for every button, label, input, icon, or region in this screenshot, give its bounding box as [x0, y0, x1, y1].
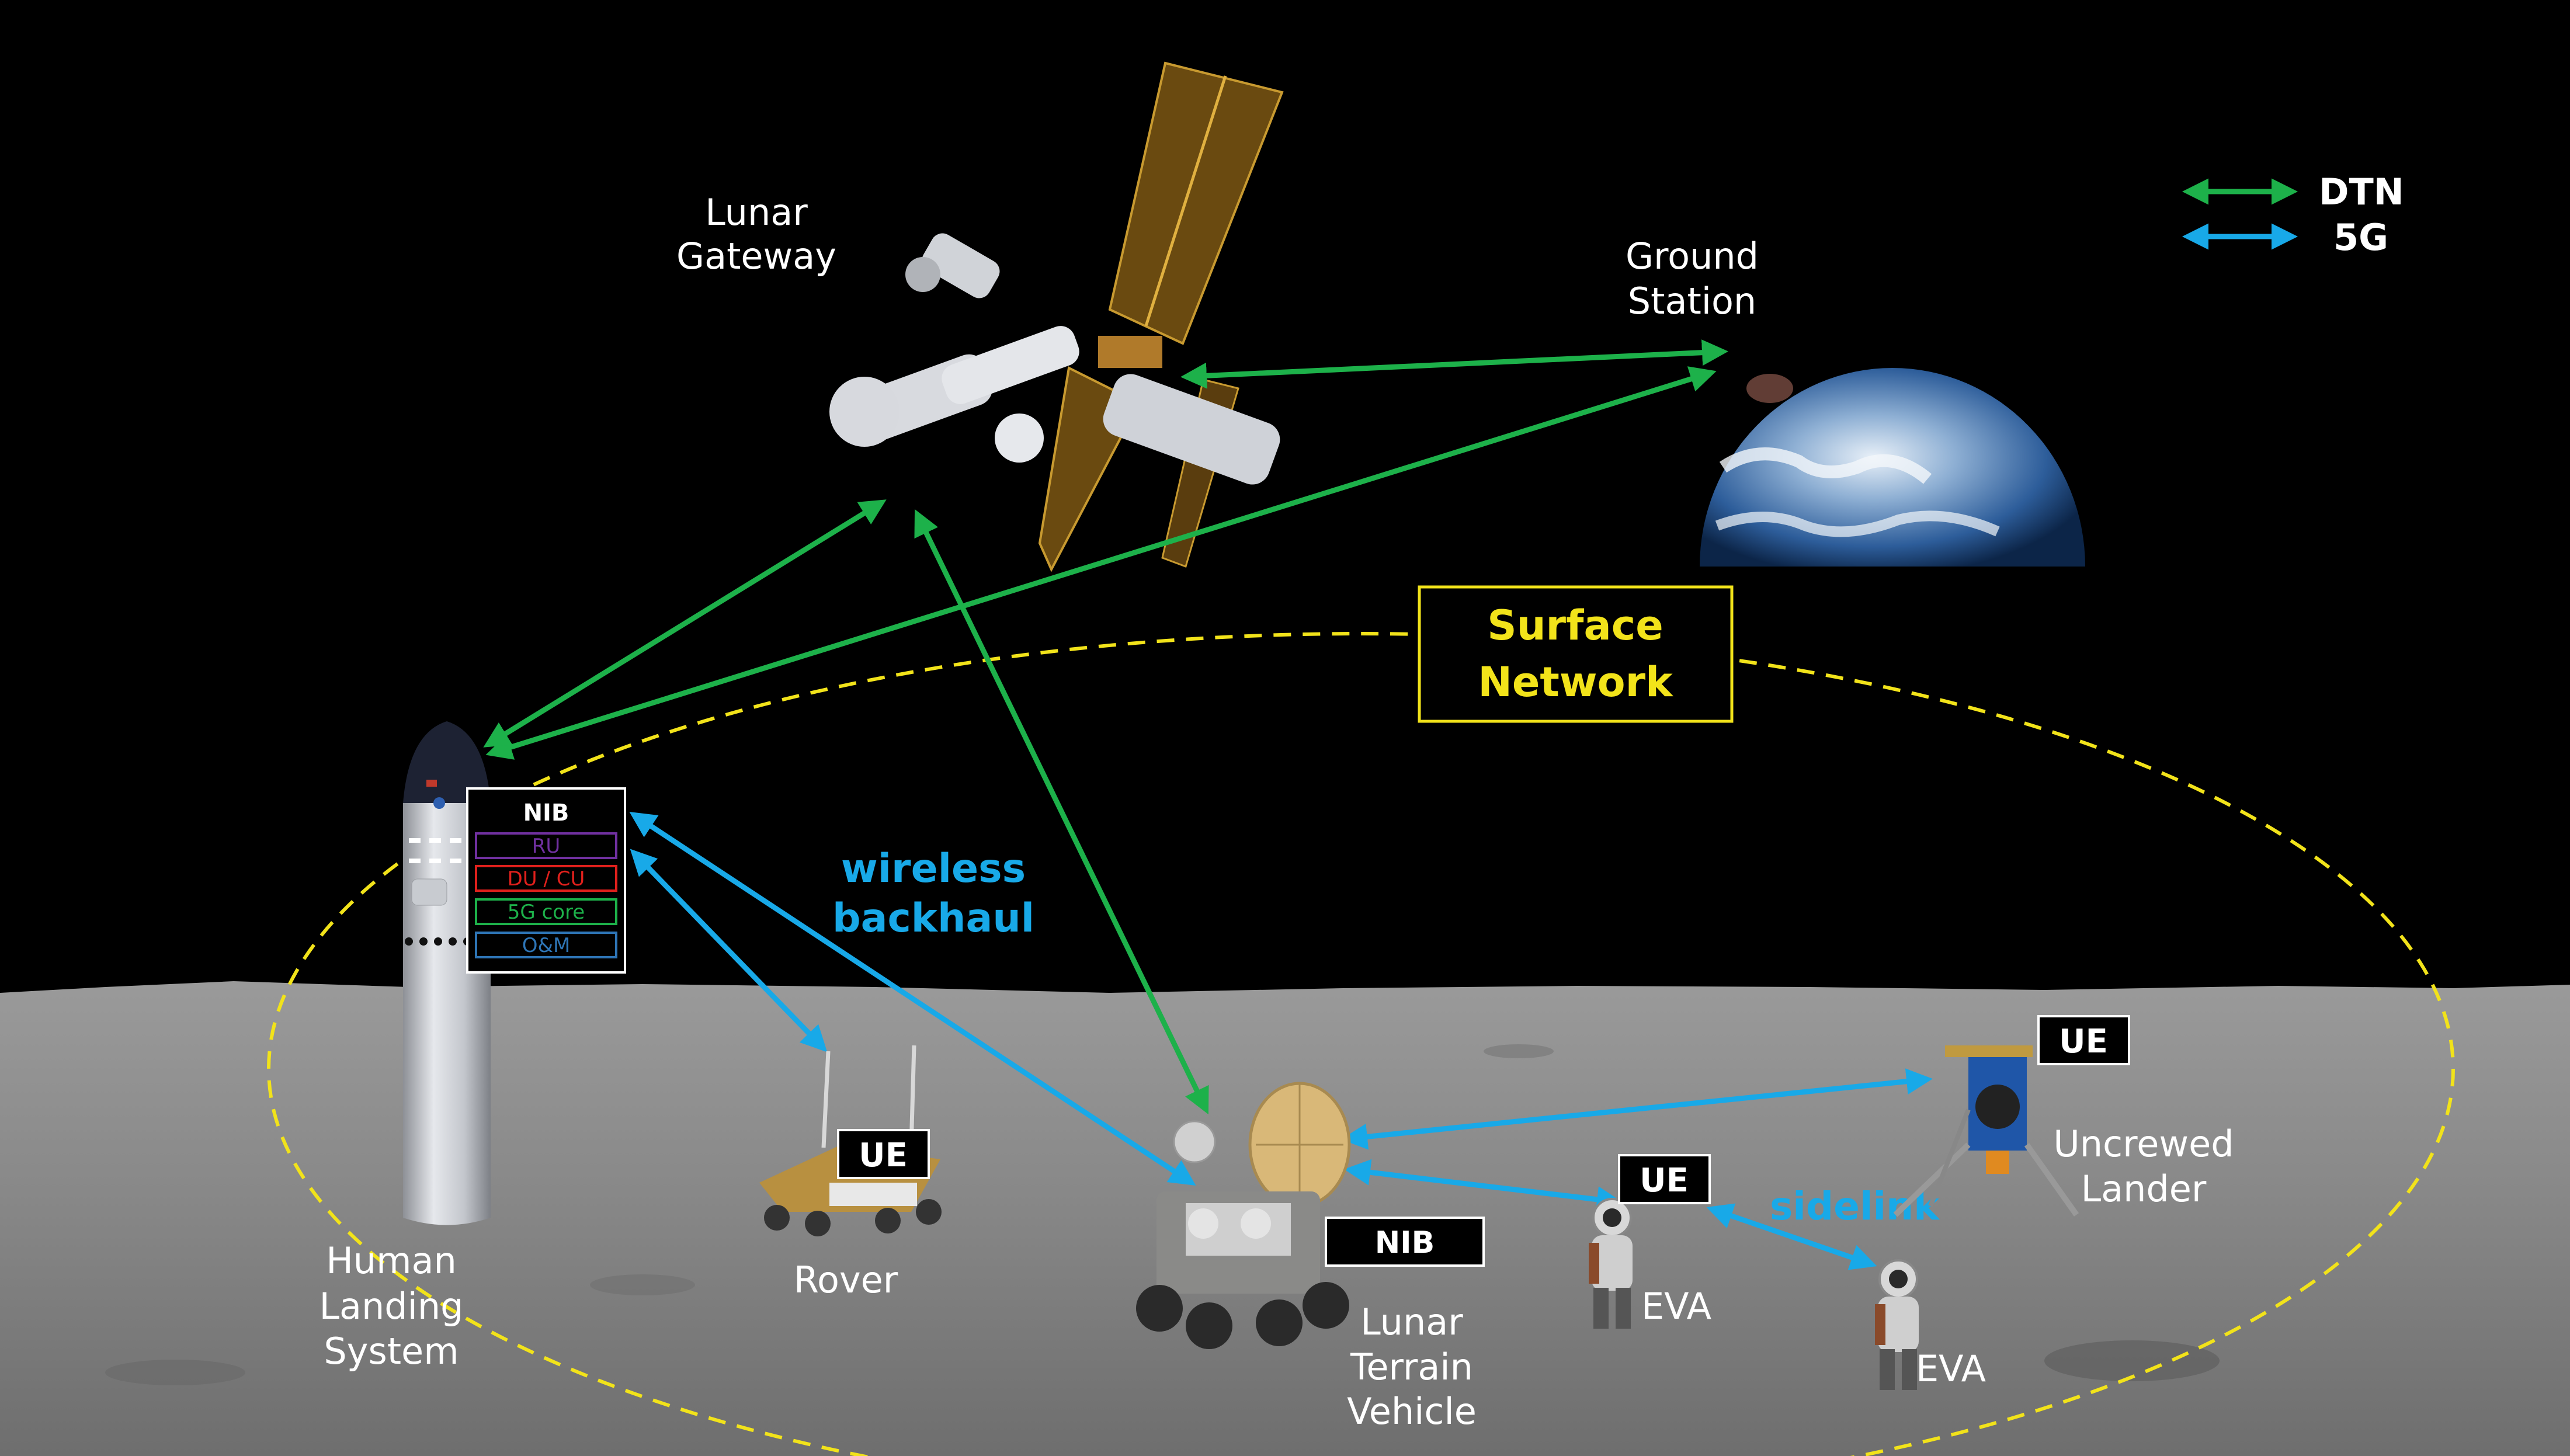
- 5g-links: [629, 812, 1933, 1270]
- label-uncrewed-lander-2: Lander: [2081, 1167, 2207, 1210]
- ue-label-eva: UE: [1640, 1162, 1689, 1200]
- ue-label-rover: UE: [859, 1137, 908, 1174]
- ue-box-rover: UE: [837, 1129, 930, 1179]
- sidelink-label: sidelink: [1770, 1184, 1940, 1229]
- dtn-hls-gateway: [483, 499, 887, 748]
- nib-box-ltv: NIB: [1325, 1217, 1485, 1267]
- nib-layer-ru: RU: [532, 835, 561, 858]
- nib-layer-core-box: [475, 898, 617, 925]
- label-hls-2: Landing: [319, 1285, 463, 1328]
- label-ground-station-1: Ground: [1626, 235, 1759, 277]
- label-ltv-1: Lunar: [1360, 1301, 1463, 1343]
- label-eva-1: EVA: [1641, 1285, 1711, 1328]
- wireless-backhaul-line1: wireless: [841, 846, 1026, 892]
- lunar-terrain-vehicle-icon: [1136, 1082, 1351, 1349]
- nib-layer-om: O&M: [522, 934, 571, 957]
- surface-network-label: Surface Network: [1418, 585, 1734, 723]
- sidelink-eva-eva: [1706, 1203, 1877, 1270]
- label-uncrewed-lander-1: Uncrewed: [2053, 1123, 2234, 1165]
- 5g-hls-ltv: [629, 812, 1196, 1186]
- label-rover: Rover: [794, 1259, 898, 1301]
- nib-layer-ru-box: [475, 832, 617, 859]
- label-eva-2: EVA: [1916, 1347, 1986, 1390]
- label-hls-1: Human: [326, 1239, 457, 1282]
- legend-dtn-label: DTN: [2319, 171, 2404, 213]
- 5g-ltv-lander: [1341, 1068, 1933, 1150]
- ue-label-lander: UE: [2059, 1023, 2108, 1061]
- nib-layer-du-box: [475, 865, 617, 892]
- surface-network-line2: Network: [1478, 658, 1673, 706]
- nib-stack-title: NIB: [523, 800, 569, 826]
- label-lunar-gateway-1: Lunar: [705, 191, 808, 234]
- ue-box-lander: UE: [2037, 1015, 2130, 1065]
- legend: DTN 5G: [2182, 171, 2404, 259]
- 5g-ltv-eva: [1344, 1159, 1623, 1213]
- label-ltv-3: Vehicle: [1347, 1390, 1477, 1433]
- eva-astronaut-1-icon: [1589, 1198, 1633, 1329]
- label-hls-3: System: [324, 1330, 459, 1372]
- ue-box-eva: UE: [1618, 1154, 1711, 1204]
- eva-astronaut-2-icon: [1875, 1259, 1919, 1390]
- label-ltv-2: Terrain: [1350, 1346, 1473, 1388]
- legend-5g-label: 5G: [2333, 216, 2388, 259]
- surface-network-boundary: [267, 632, 2455, 1456]
- uncrewed-lander-icon: [1893, 1045, 2079, 1217]
- nib-layer-du-cu: DU / CU: [508, 867, 585, 891]
- nib-layer-5g-core: 5G core: [508, 901, 585, 924]
- nib-stack: NIB RU DU / CU 5G core O&M: [466, 787, 626, 974]
- wireless-backhaul-line2: backhaul: [832, 895, 1034, 941]
- earth-icon: [1700, 368, 2085, 567]
- nib-layer-om-box: [475, 932, 617, 958]
- label-lunar-gateway-2: Gateway: [676, 235, 836, 277]
- surface-network-line1: Surface: [1487, 602, 1663, 649]
- nib-label-ltv: NIB: [1375, 1225, 1435, 1260]
- label-ground-station-2: Station: [1628, 280, 1756, 322]
